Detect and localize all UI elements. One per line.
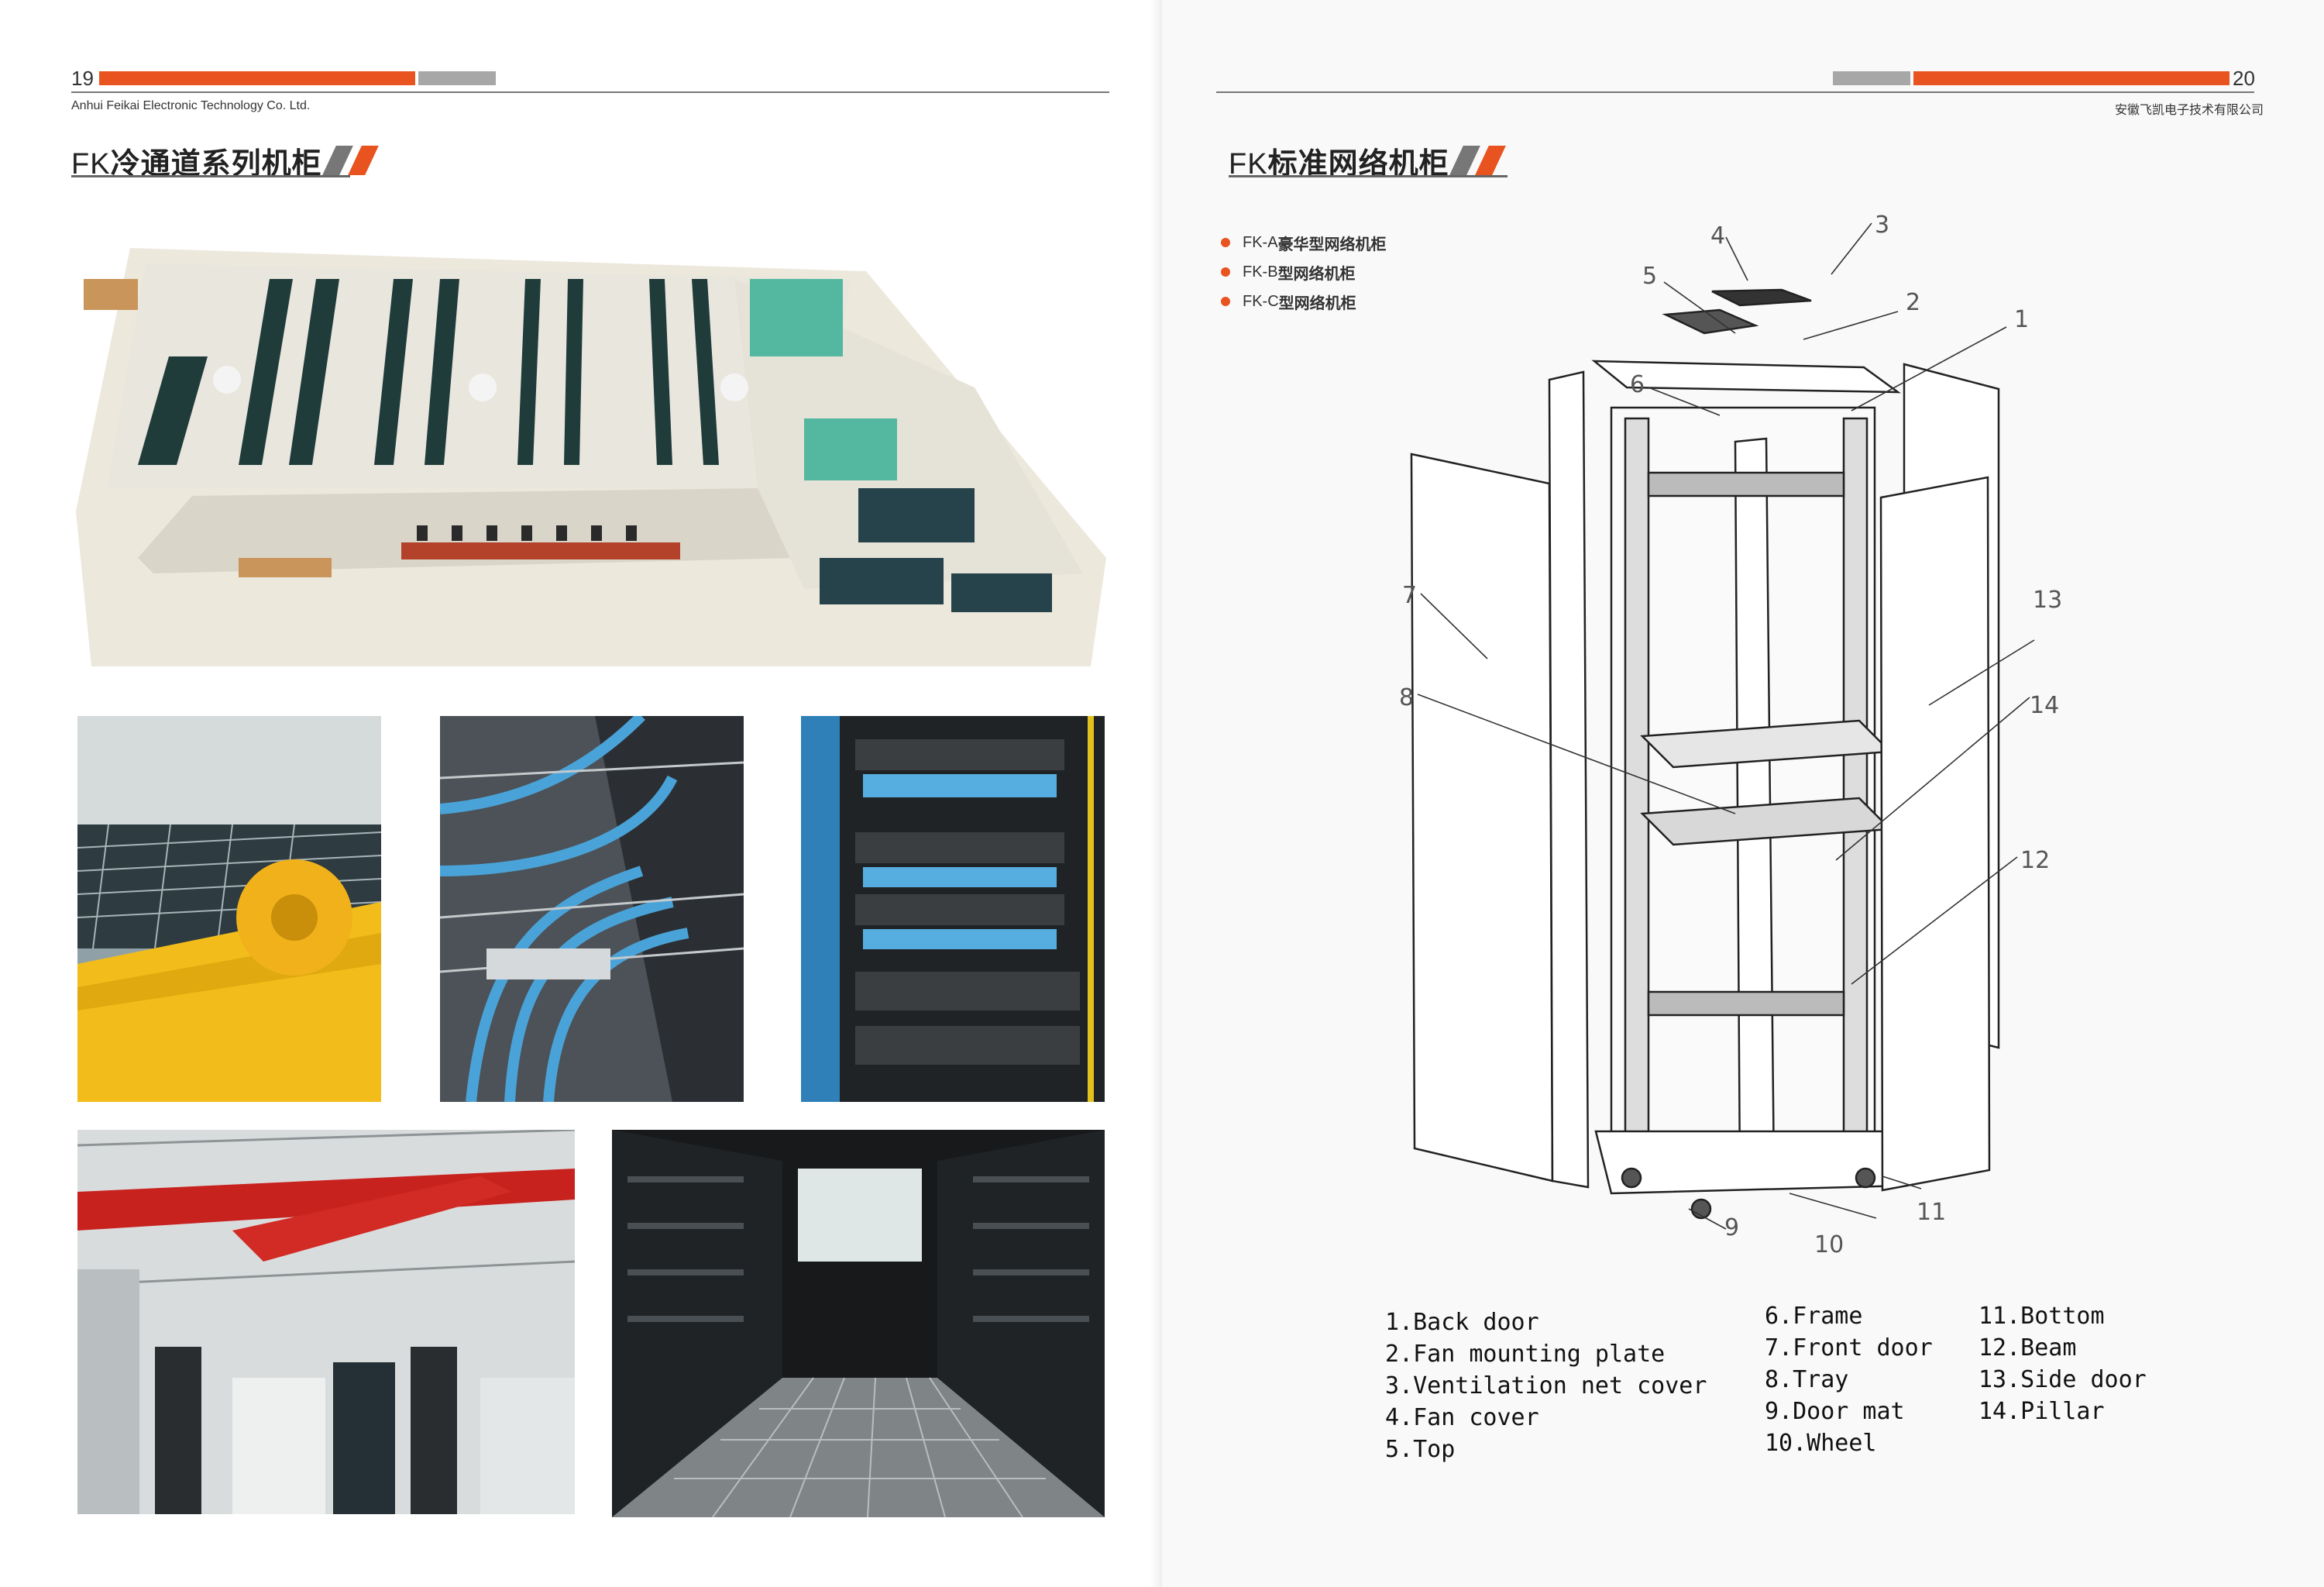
blue-cable-bundle-photo [440, 716, 744, 1102]
data-center-floorplan-render [60, 232, 1114, 682]
parts-legend-col1: 1.Back door 2.Fan mounting plate 3.Venti… [1385, 1306, 1707, 1465]
rack-patch-panel-photo [801, 716, 1105, 1102]
page-number-left: 19 [71, 67, 94, 90]
page-number-right: 20 [2233, 67, 2255, 90]
parts-legend-item: 7.Front door [1765, 1334, 1933, 1362]
model-prefix: FK-A [1243, 233, 1278, 251]
callout-14: 14 [2030, 692, 2059, 719]
cabinet-diagram-svg: 1 2 3 4 5 6 7 8 9 10 11 12 13 14 [1399, 212, 2062, 1258]
bullet-dot-icon [1221, 297, 1230, 306]
parts-legend-item: 1.Back door [1385, 1309, 1539, 1336]
yellow-cable-tray-photo [77, 716, 381, 1102]
callout-2: 2 [1906, 289, 1920, 316]
cold-aisle-corridor-photo [612, 1130, 1105, 1517]
company-name-left: Anhui Feikai Electronic Technology Co. L… [71, 99, 311, 112]
bullet-dot-icon [1221, 238, 1230, 247]
parts-legend-item: 12.Beam [1978, 1334, 2077, 1362]
callout-13: 13 [2033, 587, 2062, 614]
parts-legend-col2: 6.Frame 7.Front door 8.Tray 9.Door mat 1… [1765, 1300, 1933, 1459]
parts-legend-item: 14.Pillar [1978, 1398, 2105, 1425]
header-rule-left [71, 91, 1109, 93]
red-cable-ladder-photo [77, 1130, 575, 1514]
model-prefix: FK-C [1243, 292, 1279, 310]
header-bar-orange-left [99, 71, 415, 85]
model-list: FK-A 豪华型网络机柜 FK-B 型网络机柜 FK-C 型网络机柜 [1221, 228, 1387, 316]
callout-5: 5 [1642, 263, 1657, 290]
callout-4: 4 [1710, 222, 1725, 250]
header-rule-right [1216, 91, 2254, 93]
section-slash-gray-right [1449, 146, 1480, 175]
model-item: FK-B 型网络机柜 [1221, 257, 1387, 287]
section-underline-right [1229, 175, 1508, 177]
section-slash-orange-left [348, 146, 379, 175]
parts-legend-item: 2.Fan mounting plate [1385, 1341, 1666, 1368]
model-label: 型网络机柜 [1278, 294, 1356, 312]
left-page: 19 Anhui Feikai Electronic Technology Co… [0, 0, 1162, 1587]
callout-6: 6 [1630, 371, 1645, 398]
parts-legend-item: 13.Side door [1978, 1366, 2147, 1393]
section-underline-left [71, 175, 350, 177]
section-slash-orange-right [1475, 146, 1506, 175]
model-label: 豪华型网络机柜 [1277, 236, 1387, 253]
company-name-right: 安徽飞凯电子技术有限公司 [2115, 104, 2264, 117]
section-slash-gray-left [322, 146, 353, 175]
model-label: 型网络机柜 [1277, 265, 1356, 283]
callout-3: 3 [1875, 212, 1889, 239]
cabinet-exploded-diagram: 1 2 3 4 5 6 7 8 9 10 11 12 13 14 [1301, 209, 2192, 1279]
header-bar-orange-right [1913, 71, 2229, 85]
model-item: FK-A 豪华型网络机柜 [1221, 228, 1387, 257]
parts-legend-item: 9.Door mat [1765, 1398, 1905, 1425]
parts-legend-item: 3.Ventilation net cover [1385, 1372, 1707, 1399]
parts-legend-item: 10.Wheel [1765, 1430, 1877, 1457]
callout-8: 8 [1399, 684, 1414, 711]
parts-legend-col3: 11.Bottom 12.Beam 13.Side door 14.Pillar [1978, 1300, 2147, 1427]
parts-legend-item: 4.Fan cover [1385, 1404, 1539, 1431]
callout-7: 7 [1402, 582, 1417, 609]
parts-legend-item: 11.Bottom [1978, 1303, 2105, 1330]
parts-legend-item: 6.Frame [1765, 1303, 1863, 1330]
callout-1: 1 [2014, 306, 2029, 333]
model-prefix: FK-B [1243, 263, 1278, 281]
callout-12: 12 [2020, 847, 2050, 874]
bullet-dot-icon [1221, 267, 1230, 277]
parts-legend-item: 8.Tray [1765, 1366, 1849, 1393]
callout-10: 10 [1814, 1231, 1844, 1258]
header-bar-gray-right [1833, 71, 1910, 85]
header-bar-gray-left [418, 71, 496, 85]
callout-9: 9 [1724, 1214, 1739, 1241]
callout-11: 11 [1917, 1199, 1946, 1226]
model-item: FK-C 型网络机柜 [1221, 287, 1387, 316]
parts-legend-item: 5.Top [1385, 1436, 1456, 1463]
